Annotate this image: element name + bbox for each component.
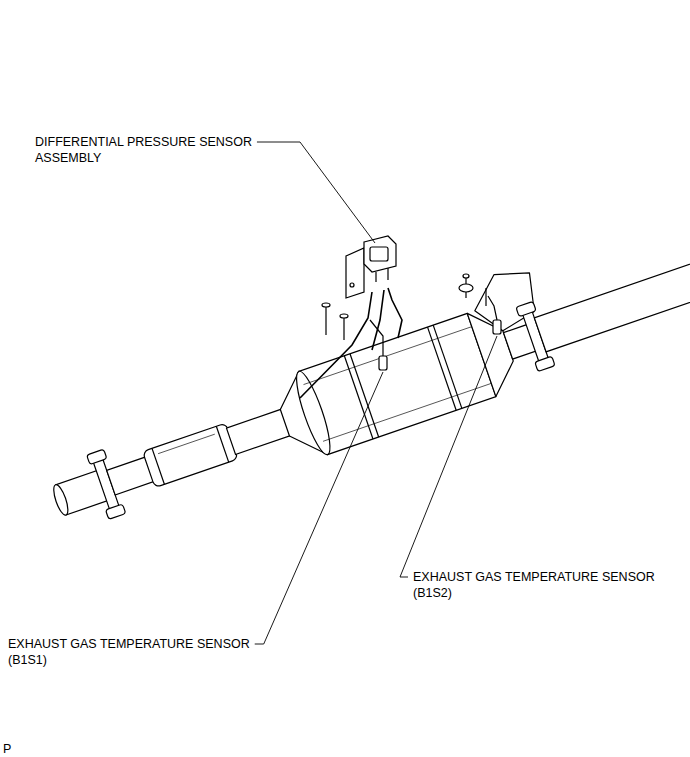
- pressure-pipes: [300, 288, 402, 398]
- flexible-pipe: [143, 423, 239, 488]
- part-label: DIFFERENTIAL PRESSURE SENSOR ASSEMBLY: [35, 134, 290, 166]
- leader-line: [257, 142, 375, 243]
- leader-lines: [255, 142, 497, 644]
- tail-pipe: [534, 253, 690, 352]
- leader-line: [400, 336, 497, 577]
- sensor-b1s1: [379, 356, 387, 370]
- figure-code: P: [3, 741, 43, 757]
- sensor-body: [364, 236, 396, 272]
- leader-line: [255, 372, 383, 644]
- part-label: EXHAUST GAS TEMPERATURE SENSOR (B1S1): [8, 636, 276, 668]
- temperature-sensors: [370, 296, 501, 370]
- sensor-b1s2: [493, 320, 501, 334]
- differential-pressure-sensor: [346, 236, 396, 298]
- sensor-bracket: [346, 248, 364, 298]
- exhaust-pipe-assembly: [33, 202, 690, 543]
- part-label: EXHAUST GAS TEMPERATURE SENSOR (B1S2): [413, 569, 681, 601]
